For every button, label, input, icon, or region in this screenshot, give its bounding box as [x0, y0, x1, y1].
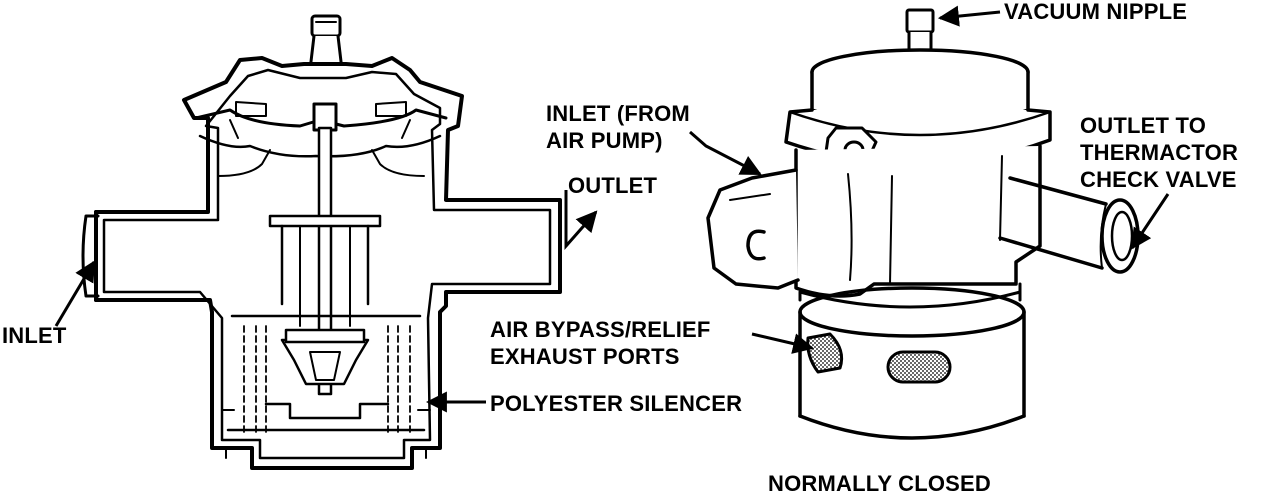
label-outlet-to-check-valve-line1: OUTLET TO	[1080, 113, 1207, 138]
label-air-bypass-exhaust-ports: AIR BYPASS/RELIEF EXHAUST PORTS	[490, 316, 711, 370]
external-inlet-flange	[706, 168, 800, 290]
cutaway-silencer-body	[221, 314, 431, 433]
cross-section-view	[81, 14, 562, 470]
exhaust-ports	[806, 332, 952, 384]
leader-lines	[54, 5, 1170, 413]
label-outlet-to-check-valve-line3: CHECK VALVE	[1080, 167, 1237, 192]
cutaway-vacuum-nipple	[308, 14, 344, 72]
label-inlet-from-air-pump-line2: AIR PUMP)	[546, 128, 663, 153]
external-silencer-housing	[798, 282, 1026, 440]
external-view	[706, 8, 1140, 440]
label-polyester-silencer: POLYESTER SILENCER	[490, 391, 743, 416]
cutaway-diaphragm	[194, 101, 448, 177]
cutaway-valve-stem	[268, 102, 382, 396]
label-outlet-to-check-valve-line2: THERMACTOR	[1080, 140, 1239, 165]
caption-normally-closed: NORMALLY CLOSED	[768, 471, 992, 496]
label-inlet: INLET	[2, 323, 67, 348]
label-inlet-from-air-pump-line1: INLET (FROM	[546, 101, 690, 126]
leader-vacuum-nipple	[937, 5, 1001, 27]
leader-inlet-left	[54, 260, 96, 327]
leader-exhaust-ports	[751, 332, 815, 354]
leader-outlet-left	[564, 190, 598, 250]
leader-inlet-from-pump	[689, 130, 762, 176]
label-outlet-to-check-valve: OUTLET TO THERMACTOR CHECK VALVE	[1080, 112, 1238, 193]
leader-outlet-to-check	[1130, 193, 1170, 250]
external-body	[794, 144, 1042, 298]
label-vacuum-nipple: VACUUM NIPPLE	[1004, 0, 1188, 24]
label-air-bypass-line2: EXHAUST PORTS	[490, 344, 680, 369]
label-air-bypass-line1: AIR BYPASS/RELIEF	[490, 317, 711, 342]
label-inlet-from-air-pump: INLET (FROM AIR PUMP)	[546, 100, 690, 154]
label-outlet: OUTLET	[568, 173, 658, 198]
